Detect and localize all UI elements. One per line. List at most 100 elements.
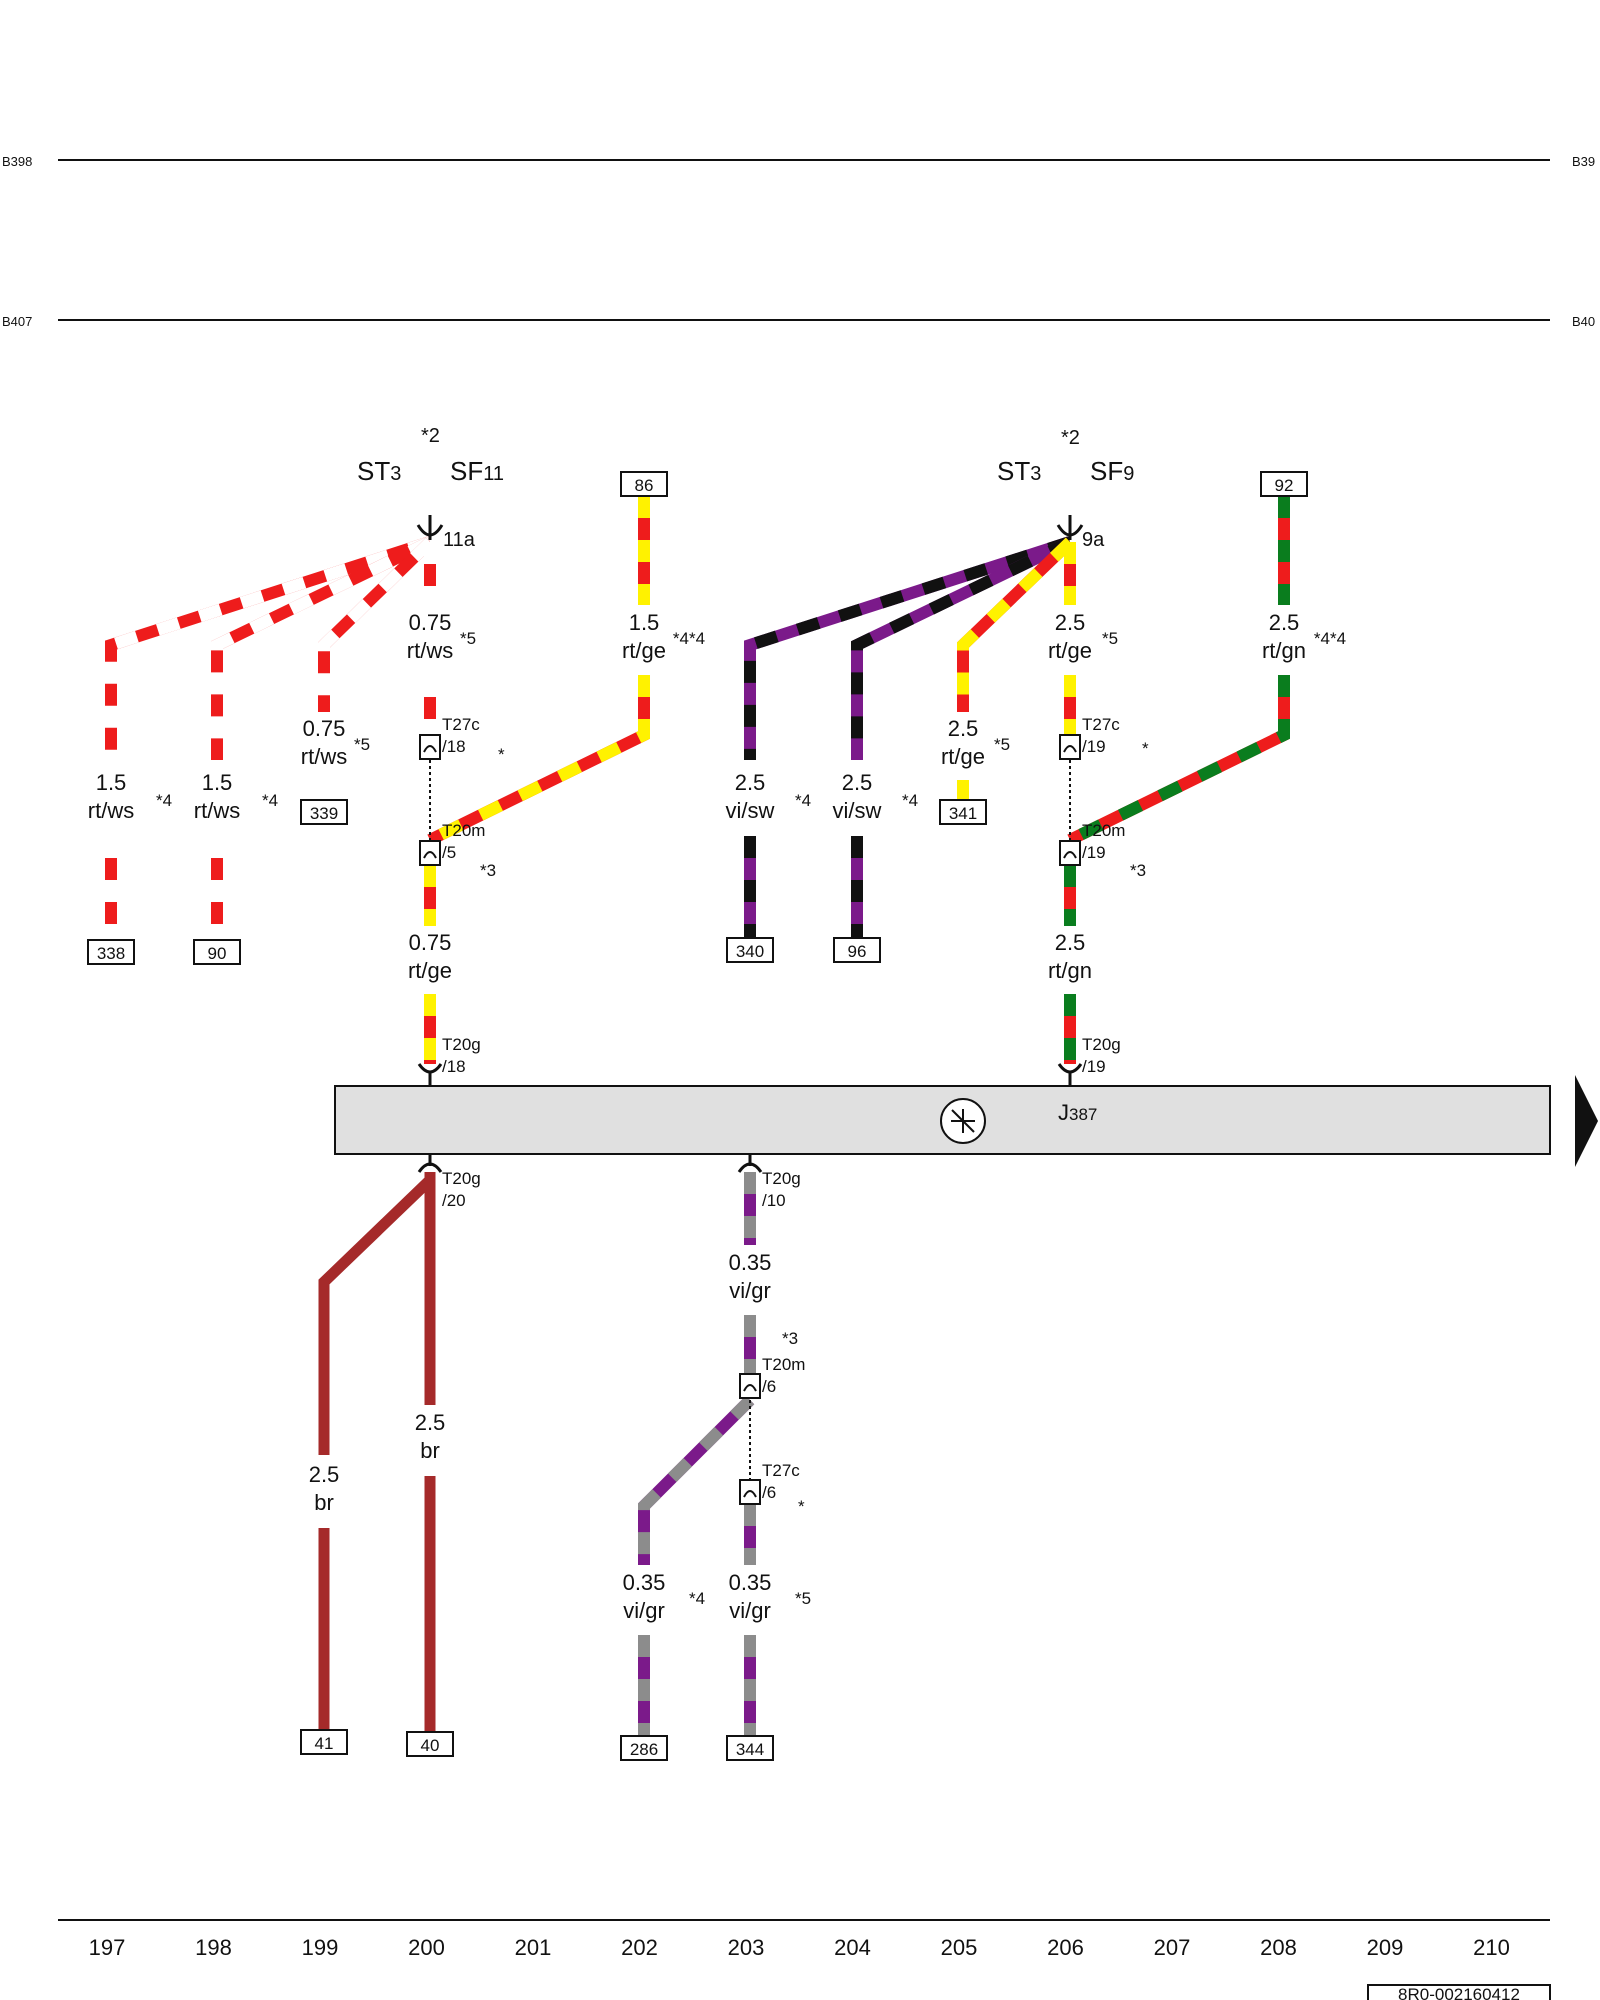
wire-size: 0.35 (729, 1250, 772, 1275)
wire-note: *4 (262, 791, 278, 810)
wire-color: br (420, 1438, 440, 1463)
wire-size: 1.5 (629, 610, 660, 635)
terminal-box-90: 90 (193, 939, 241, 965)
connector-symbol-icon (739, 1373, 761, 1399)
fuse-st-label: ST3 (997, 456, 1041, 486)
fuse-note: *2 (1061, 427, 1080, 449)
connector-symbol-icon (419, 734, 441, 760)
fuse-note: *2 (421, 425, 440, 447)
column-number: 209 (1367, 1935, 1404, 1960)
wire-color: vi/gr (729, 1278, 771, 1303)
wire-86-lower (427, 675, 650, 846)
control-module-j387: J387 (334, 1075, 1598, 1167)
bus-label-left: B398 (2, 154, 32, 169)
wire-size: 1.5 (202, 770, 233, 795)
wire-color: rt/ws (194, 798, 240, 823)
wire-color: rt/ws (407, 638, 453, 663)
terminal-box-339: 339 (300, 799, 348, 825)
wire-note: *5 (795, 1589, 811, 1608)
terminal-box-344: 344 (726, 1735, 774, 1761)
plug-terminal-icon (1057, 1063, 1083, 1086)
wire-size: 2.5 (842, 770, 873, 795)
svg-text:344: 344 (736, 1740, 764, 1759)
svg-text:90: 90 (208, 944, 227, 963)
terminal-box-41: 41 (300, 1729, 348, 1755)
column-number: 210 (1473, 1935, 1510, 1960)
connector-name: T27c (1082, 715, 1120, 734)
svg-text:286: 286 (630, 1740, 658, 1759)
plug-terminal-icon (737, 1154, 763, 1173)
document-code: 8R0-002160412 (1398, 1985, 1520, 2000)
terminal-box-92: 92 (1260, 471, 1308, 497)
connector-name: T20m (442, 821, 485, 840)
terminal-box-340: 340 (726, 937, 774, 963)
wire-size: 2.5 (1055, 610, 1086, 635)
fuse-pin-label: 11a (443, 529, 476, 551)
wire-color: vi/sw (726, 798, 775, 823)
connector-pin: /19 (1082, 843, 1106, 862)
wire-340-stripe (744, 536, 1072, 760)
wire-note: *4 (902, 791, 918, 810)
wire-341-stripe (957, 537, 1075, 712)
wire-size: 2.5 (309, 1462, 340, 1487)
svg-text:338: 338 (97, 944, 125, 963)
bus-line-b407: B407 B40 (2, 314, 1595, 329)
wire-92-lower (1067, 675, 1290, 846)
svg-text:96: 96 (848, 942, 867, 961)
connector-pin: /18 (442, 737, 466, 756)
connector-name: T20m (762, 1355, 805, 1374)
terminal-box-40: 40 (406, 1731, 454, 1757)
column-number: 204 (834, 1935, 871, 1960)
svg-text:339: 339 (310, 804, 338, 823)
connector-name: T27c (762, 1461, 800, 1480)
wire-layer (105, 496, 1290, 1736)
svg-text:340: 340 (736, 942, 764, 961)
column-number: 198 (195, 1935, 232, 1960)
wire-338 (105, 536, 432, 760)
column-number: 199 (302, 1935, 339, 1960)
connector-bridges (429, 760, 1071, 1480)
connector-symbol-icon (1059, 734, 1081, 760)
connector-name: T20g (762, 1169, 801, 1188)
wire-note: *5 (994, 735, 1010, 754)
wire-note: *4 (156, 791, 172, 810)
connector-note: * (498, 745, 505, 764)
svg-text:92: 92 (1275, 476, 1294, 495)
wire-size: 2.5 (415, 1410, 446, 1435)
wire-color: rt/gn (1048, 958, 1092, 983)
svg-text:341: 341 (949, 804, 977, 823)
bus-label-right: B40 (1572, 314, 1595, 329)
plug-terminal-icon (417, 1063, 443, 1086)
module-label: J387 (1058, 1100, 1097, 1125)
wire-size: 2.5 (1269, 610, 1300, 635)
wire-41 (318, 1176, 434, 1455)
wire-color: rt/ge (408, 958, 452, 983)
connector-name: T27c (442, 715, 480, 734)
wire-note: *5 (354, 735, 370, 754)
terminal-boxes: 338 90 339 86 340 96 341 92 41 40 286 34… (87, 471, 1308, 1761)
connector-name: T20g (1082, 1035, 1121, 1054)
connector-note: *3 (782, 1329, 798, 1348)
wire-size: 2.5 (735, 770, 766, 795)
connector-labels: T27c /18 * T20m /5 *3 T27c /19 * T20m /1… (442, 715, 1149, 1516)
terminal-box-96: 96 (833, 937, 881, 963)
connector-note: * (1142, 739, 1149, 758)
wire-size: 1.5 (96, 770, 127, 795)
connector-symbol-icon (739, 1479, 761, 1505)
connector-name: T20g (442, 1035, 481, 1054)
wire-note: *5 (1102, 629, 1118, 648)
connector-pin: /6 (762, 1483, 776, 1502)
document-code-box: 8R0-002160412 (1367, 1984, 1551, 2000)
wire-color: rt/ge (1048, 638, 1092, 663)
connector-pin: /19 (1082, 1057, 1106, 1076)
connector-name: T20g (442, 1169, 481, 1188)
terminal-box-286: 286 (620, 1735, 668, 1761)
wire-note: *5 (460, 629, 476, 648)
wire-size: 0.35 (729, 1570, 772, 1595)
connector-note: *3 (480, 861, 496, 880)
wire-size: 0.75 (409, 930, 452, 955)
wire-92-lower-stripe (1067, 675, 1290, 846)
wire-size: 2.5 (1055, 930, 1086, 955)
wire-color: rt/ws (301, 744, 347, 769)
